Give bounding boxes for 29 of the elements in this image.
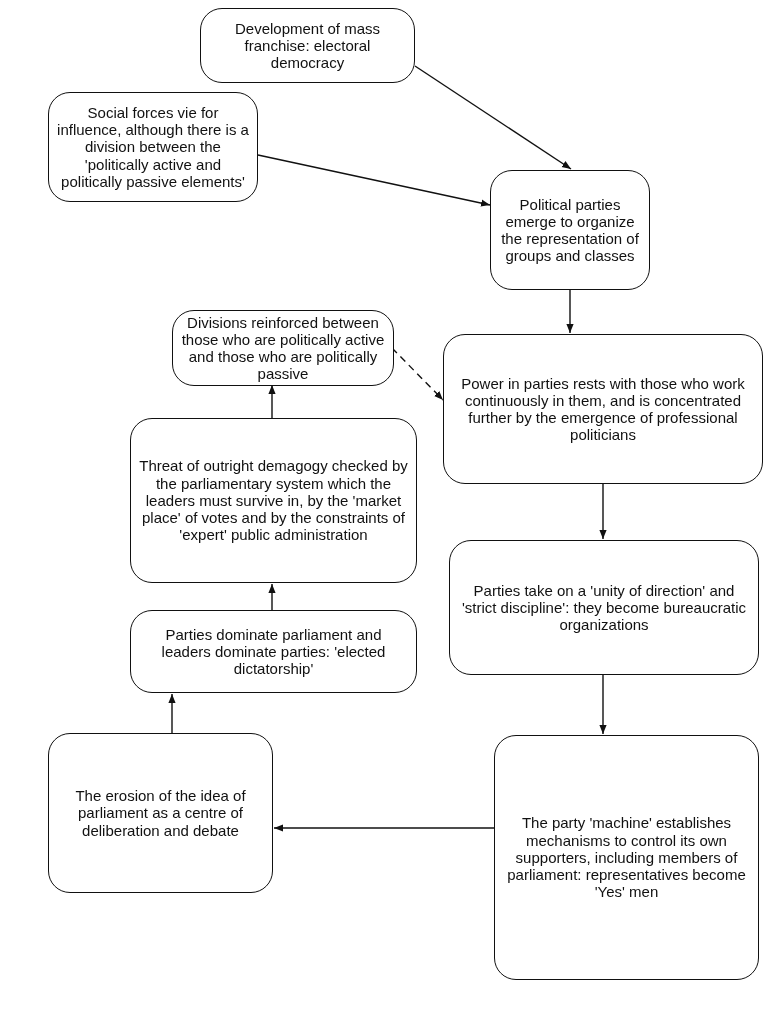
box-text: Power in parties rests with those who work continuously in them, and is concentrated further by the emergence of professional politicians: [460, 374, 746, 444]
process-box: [449, 540, 759, 675]
box-text: Political parties emerge to organize the representation of groups and classes: [500, 195, 640, 265]
arrow: [273, 824, 495, 832]
process-box: [130, 610, 417, 693]
box-text: Development of mass franchise: electoral democracy: [233, 19, 382, 72]
process-box: [443, 334, 763, 484]
process-box: [494, 735, 759, 980]
box-text: The erosion of the idea of parliament as a centre of deliberation and debate: [74, 787, 247, 839]
box-text: Divisions reinforced between those who are politically active and those who are politically passive: [181, 313, 385, 383]
arrow: [599, 674, 607, 735]
box-text: Threat of outright demagogy checked by the parliamentary system which the leaders must survive in, by the 'market place' of votes and by the constraints of 'expert' public administration: [139, 457, 408, 544]
arrow: [414, 65, 572, 170]
box-text: The party 'machine' establishes mechanisms to control its own supporters, including members of parliament: representatives become 'Yes' men: [506, 814, 747, 901]
process-box: [172, 310, 394, 386]
box-text: Parties take on a 'unity of direction' and 'strict discipline': they become bureaucratic organizations: [460, 581, 748, 634]
arrow: [599, 483, 607, 540]
arrow: [268, 384, 276, 419]
process-box: [200, 8, 415, 83]
process-box: [48, 92, 258, 202]
box-text: Parties dominate parliament and leaders dominate parties: 'elected dictatorship': [160, 625, 387, 678]
box-text: Social forces vie for influence, although there is a division between the 'politically active and politically passive elements': [57, 103, 249, 191]
process-box: [130, 418, 417, 583]
arrow: [168, 693, 176, 734]
process-box: [48, 733, 273, 893]
arrow: [268, 583, 276, 611]
arrow: [566, 289, 574, 334]
process-box: [490, 170, 650, 290]
arrow: [257, 154, 491, 207]
